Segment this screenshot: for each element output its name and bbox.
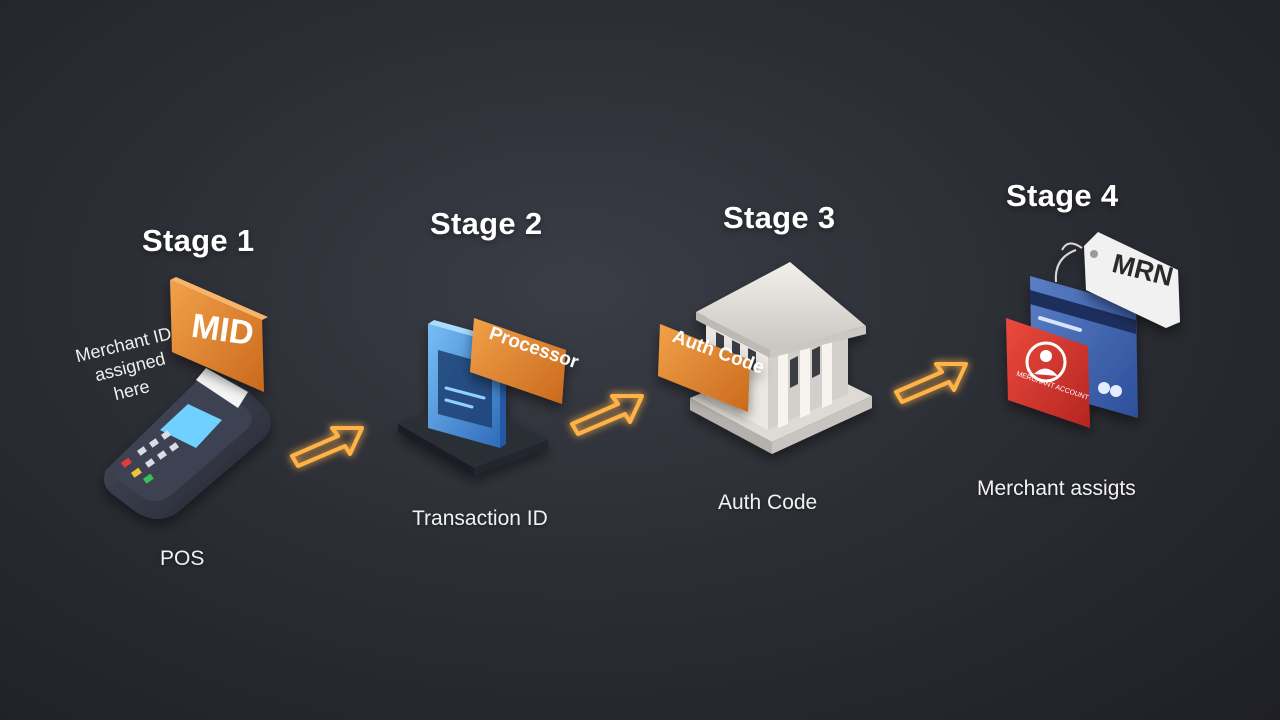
stage-3-title: Stage 3 [723,200,836,235]
bank-building-icon [690,262,872,454]
arrow-icon [894,362,968,404]
pos-terminal-icon [104,368,271,519]
stage-2-caption: Transaction ID [412,507,548,530]
stage-4-title: Stage 4 [1006,178,1119,213]
stage-2-title: Stage 2 [430,206,543,241]
arrow-icon [290,426,364,468]
stage-3-caption: Auth Code [718,491,818,514]
stage-1-caption: POS [160,547,205,570]
merchant-card-tag-icon: MERCHANT ACCOUNT [1006,276,1138,428]
mrn-tag: MRN [1054,232,1180,328]
auth-code-badge: Auth Code [658,324,767,412]
note-line-3: here [112,376,152,404]
mid-badge: MID [170,277,268,392]
mid-badge-text: MID [189,307,256,353]
arrow-icon [570,394,644,436]
merchant-id-note: Merchant ID assigned here [73,323,173,404]
stage-4-caption: Merchant assigts [977,477,1136,500]
stage-1-title: Stage 1 [142,223,255,258]
